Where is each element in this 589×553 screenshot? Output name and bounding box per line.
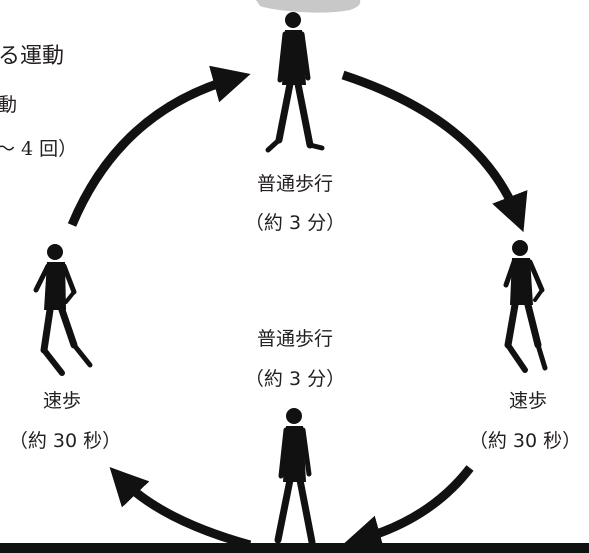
step-left-label: 速歩 xyxy=(42,390,82,412)
step-top-duration: （約 3 分） xyxy=(244,212,346,234)
bottom-bar xyxy=(0,543,589,553)
arrow-top-to-right xyxy=(341,70,528,233)
arrow-right-to-bottom xyxy=(343,465,474,553)
title-fragment: る運動 xyxy=(0,44,65,69)
step-top-label: 普通歩行 xyxy=(256,173,334,195)
step-right-label: 速歩 xyxy=(508,390,548,412)
walking-figure-bottom xyxy=(274,408,316,546)
running-figure-right xyxy=(503,240,548,373)
subtitle-fragment: 動 xyxy=(0,94,18,116)
step-center-duration: （約 3 分） xyxy=(244,368,346,390)
running-figure-left xyxy=(33,244,93,376)
step-left-duration: （約 30 秒） xyxy=(8,430,122,452)
arrow-left-to-top xyxy=(67,65,251,227)
cloud-fragment-image xyxy=(256,0,361,13)
step-center-label: 普通歩行 xyxy=(256,328,334,350)
arrow-bottom-to-left xyxy=(109,467,252,550)
step-right-duration: （約 30 秒） xyxy=(468,430,582,452)
walking-figure-top xyxy=(265,12,325,153)
subtitle-fragment-repeat: ～ 4 回） xyxy=(0,138,78,160)
